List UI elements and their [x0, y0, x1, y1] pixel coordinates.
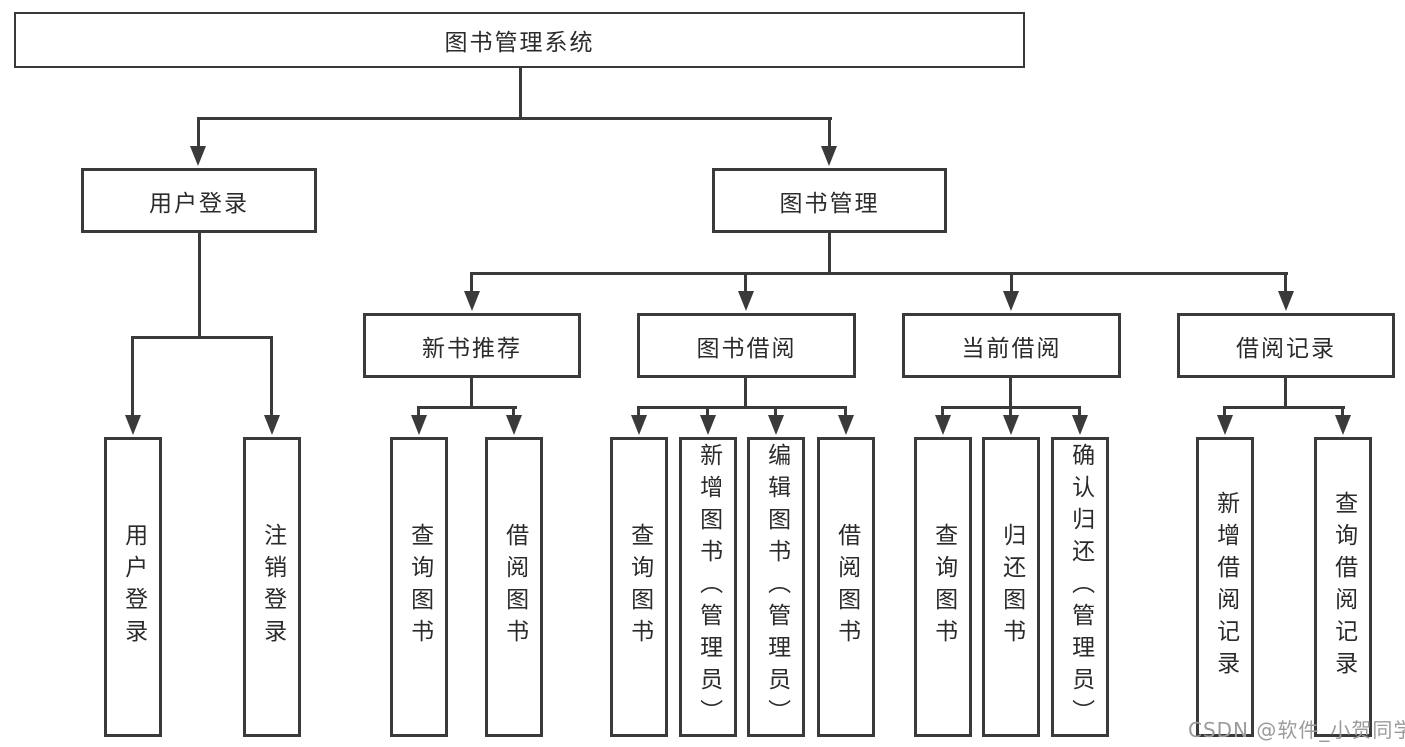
leaf-label: 确认归还（管理员） — [1067, 443, 1094, 731]
connector-drop — [197, 118, 200, 148]
arrow-down-icon — [506, 415, 522, 435]
connector-drop — [470, 273, 473, 293]
arrow-down-icon — [1217, 415, 1233, 435]
connector-drop — [844, 407, 847, 417]
leaf-label: 查询图书 — [406, 523, 433, 651]
node-borrowing-records: 借阅记录 — [1177, 313, 1395, 378]
leaf-label: 注销登录 — [259, 523, 286, 651]
connector-root-stem — [519, 64, 522, 120]
connector-drop — [744, 273, 747, 293]
connector-level3-rail — [470, 272, 1288, 275]
leaf-query-books-recommend: 查询图书 — [390, 437, 448, 737]
csdn-watermark: CSDN @软件_小贺同学 — [1188, 718, 1405, 742]
arrow-down-icon — [738, 291, 754, 311]
leaf-query-books-current: 查询图书 — [914, 437, 972, 737]
leaf-borrow-books-borrowing: 借阅图书 — [817, 437, 875, 737]
connector-stem — [1009, 376, 1012, 409]
arrow-down-icon — [935, 415, 951, 435]
leaf-label: 新增图书（管理员） — [695, 443, 722, 731]
arrow-down-icon — [411, 415, 427, 435]
connector-stem — [1284, 376, 1287, 409]
connector-rail — [417, 406, 517, 409]
leaf-return-books: 归还图书 — [982, 437, 1040, 737]
connector-drop — [1010, 273, 1013, 293]
connector-drop — [1223, 407, 1226, 417]
node-current-borrowing: 当前借阅 — [902, 313, 1121, 378]
connector-drop — [941, 407, 944, 417]
arrow-down-icon — [1003, 415, 1019, 435]
leaf-logout: 注销登录 — [243, 437, 301, 737]
connector-drop — [828, 118, 831, 148]
leaf-label: 编辑图书（管理员） — [763, 443, 790, 731]
connector-rail — [637, 406, 847, 409]
arrow-down-icon — [768, 415, 784, 435]
node-book-management: 图书管理 — [712, 168, 947, 233]
arrow-down-icon — [264, 415, 280, 435]
connector-drop — [131, 337, 134, 417]
connector-drop — [1078, 407, 1081, 417]
leaf-label: 查询图书 — [930, 523, 957, 651]
connector-drop — [706, 407, 709, 417]
node-library-management-system: 图书管理系统 — [14, 12, 1025, 68]
arrow-down-icon — [700, 415, 716, 435]
connector-stem — [470, 376, 473, 409]
connector-book-management-stem — [828, 230, 831, 275]
leaf-query-borrow-record: 查询借阅记录 — [1314, 437, 1372, 737]
connector-drop — [1341, 407, 1344, 417]
leaf-label: 借阅图书 — [833, 523, 860, 651]
arrow-down-icon — [1335, 415, 1351, 435]
leaf-confirm-return-admin: 确认归还（管理员） — [1051, 437, 1109, 737]
leaf-edit-book-admin: 编辑图书（管理员） — [747, 437, 805, 737]
connector-drop — [512, 407, 515, 417]
connector-drop — [637, 407, 640, 417]
connector-user-login-stem — [198, 230, 201, 338]
leaf-add-borrow-record: 新增借阅记录 — [1196, 437, 1254, 737]
arrow-down-icon — [631, 415, 647, 435]
leaf-label: 查询图书 — [626, 523, 653, 651]
arrow-down-icon — [464, 291, 480, 311]
leaf-add-book-admin: 新增图书（管理员） — [679, 437, 737, 737]
connector-user-login-rail — [131, 336, 273, 339]
arrow-down-icon — [1003, 291, 1019, 311]
arrow-down-icon — [1072, 415, 1088, 435]
arrow-down-icon — [125, 415, 141, 435]
leaf-user-login: 用户登录 — [104, 437, 162, 737]
node-new-book-recommendation: 新书推荐 — [363, 313, 581, 378]
leaf-query-books-borrowing: 查询图书 — [610, 437, 668, 737]
leaf-label: 借阅图书 — [501, 523, 528, 651]
leaf-label: 归还图书 — [998, 523, 1025, 651]
leaf-borrow-books-recommend: 借阅图书 — [485, 437, 543, 737]
connector-drop — [270, 337, 273, 417]
node-user-login: 用户登录 — [81, 168, 317, 233]
node-book-borrowing: 图书借阅 — [637, 313, 856, 378]
arrow-down-icon — [190, 146, 206, 166]
connector-level2-rail — [197, 117, 832, 120]
leaf-label: 用户登录 — [120, 523, 147, 651]
connector-stem — [744, 376, 747, 409]
arrow-down-icon — [838, 415, 854, 435]
connector-drop — [417, 407, 420, 417]
connector-drop — [774, 407, 777, 417]
connector-drop — [1009, 407, 1012, 417]
connector-drop — [1284, 273, 1287, 293]
arrow-down-icon — [821, 146, 837, 166]
leaf-label: 查询借阅记录 — [1330, 491, 1357, 683]
arrow-down-icon — [1278, 291, 1294, 311]
connector-rail — [1223, 406, 1345, 409]
leaf-label: 新增借阅记录 — [1212, 491, 1239, 683]
